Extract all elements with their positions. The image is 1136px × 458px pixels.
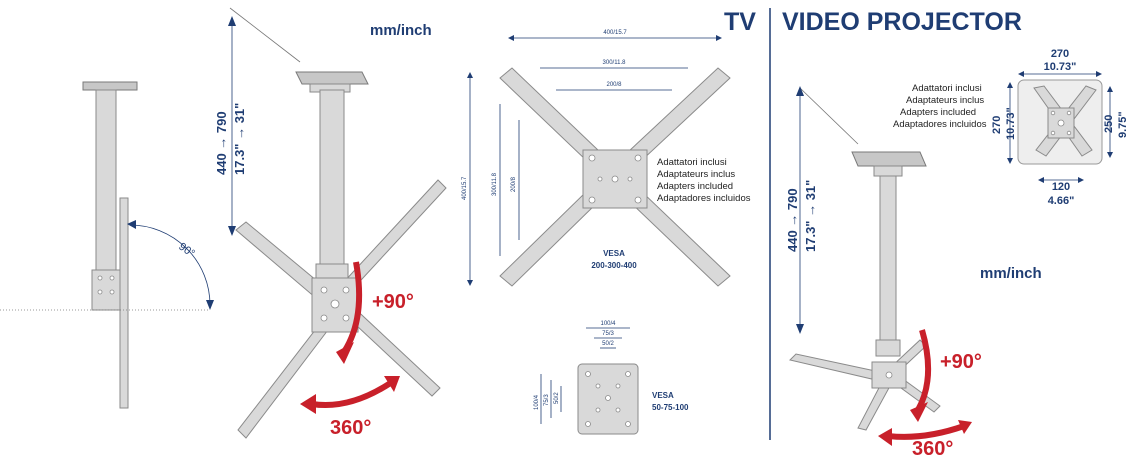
tv-header: TV — [724, 8, 756, 36]
projector-adapter-line-2: Adaptateurs inclus — [906, 95, 984, 106]
projector-height-mm: 440 → 790 — [785, 188, 800, 252]
projector-rotation-arrow — [887, 423, 965, 440]
projector-plate-bottom-mm: 120 — [1052, 181, 1070, 193]
projector-mount — [789, 87, 941, 431]
vesa-large-height-300: 300/11.8 — [492, 172, 498, 196]
vesa-large-height-200: 200/8 — [511, 176, 517, 192]
vesa-adapter-line-1: Adattatori inclusi — [657, 157, 727, 168]
vesa-adapter-line-4: Adaptadores incluidos — [657, 193, 751, 204]
vesa-large-height-400: 400/15.7 — [462, 176, 468, 200]
vesa-large-width-200: 200/8 — [606, 82, 622, 88]
projector-plate-bottom-in: 4.66" — [1048, 195, 1075, 207]
projector-plate-right-in: 9.75" — [1117, 111, 1129, 138]
tv-height-mm: 440 → 790 — [214, 111, 229, 175]
projector-plate — [1017, 79, 1103, 165]
projector-swivel-arrow — [915, 329, 932, 412]
projector-rotation-label: 360° — [912, 438, 953, 458]
tv-rotation-label: 360° — [330, 417, 371, 439]
vesa-large-width-300: 300/11.8 — [603, 60, 627, 66]
projector-plate-width-in: 10.73" — [1044, 61, 1077, 73]
projector-adapter-line-1: Adattatori inclusi — [912, 83, 982, 94]
projector-plate-height-in: 10.73" — [1005, 107, 1017, 140]
projector-plate-height-mm: 270 — [991, 116, 1003, 134]
projector-header: VIDEO PROJECTOR — [782, 8, 1022, 36]
projector-rotation-arrowhead-left — [878, 428, 892, 446]
vesa-small-sizes: 50-75-100 — [652, 403, 689, 412]
projector-adapter-line-4: Adaptadores incluidos — [893, 119, 987, 130]
projector-swivel-arrowhead — [910, 402, 928, 422]
vesa-large-title: VESA — [603, 249, 625, 258]
projector-plate-width-mm: 270 — [1051, 48, 1069, 60]
units-left-label: mm/inch — [370, 22, 432, 39]
vesa-small-width-75: 75/3 — [602, 331, 614, 337]
vesa-large-width-400: 400/15.7 — [603, 30, 627, 36]
projector-adapter-line-3: Adapters included — [900, 107, 976, 118]
projector-swivel-label: +90° — [940, 351, 982, 373]
tv-rotation-arrowhead-right — [384, 376, 400, 392]
vesa-small-width-50: 50/2 — [602, 341, 614, 347]
vesa-small-height-50: 50/2 — [554, 392, 560, 404]
units-right-label: mm/inch — [980, 265, 1042, 282]
tv-mount-side-view — [0, 81, 214, 409]
tv-height-in: 17.3" → 31" — [232, 103, 247, 175]
projector-rotation-arrowhead-right — [958, 420, 972, 434]
vesa-large-bracket — [499, 67, 731, 287]
vesa-small-plate — [577, 363, 639, 435]
vesa-small-width-100: 100/4 — [600, 321, 616, 327]
projector-height-in: 17.3" → 31" — [803, 180, 818, 252]
vesa-adapter-line-3: Adapters included — [657, 181, 733, 192]
tv-swivel-arrow — [341, 261, 363, 354]
tv-swivel-arrowhead — [336, 342, 354, 364]
tv-rotation-arrowhead-left — [300, 394, 316, 414]
vesa-small-height-75: 75/3 — [544, 394, 550, 406]
vesa-adapter-line-2: Adaptateurs inclus — [657, 169, 735, 180]
vesa-small-title: VESA — [652, 391, 674, 400]
vesa-small-height-100: 100/4 — [534, 394, 540, 410]
projector-plate-right-mm: 250 — [1103, 115, 1115, 133]
vesa-large-sizes: 200-300-400 — [591, 261, 637, 270]
tv-swivel-label: +90° — [372, 291, 414, 313]
tv-rotation-arrow — [311, 379, 394, 409]
tv-mount-front-view — [229, 7, 447, 439]
